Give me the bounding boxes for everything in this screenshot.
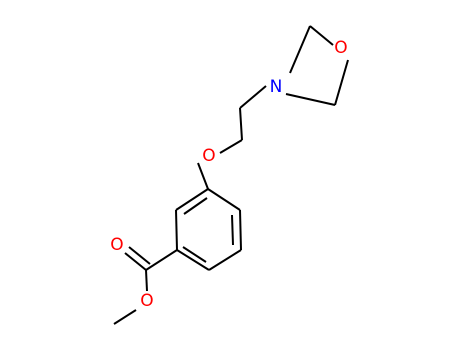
- bond: [289, 25, 311, 74]
- bond: [176, 249, 210, 271]
- bond: [145, 269, 148, 292]
- bond: [239, 209, 242, 251]
- bond: [128, 246, 151, 265]
- oxygen-ester-label: O: [140, 291, 153, 311]
- morpholine-ring: [285, 25, 349, 106]
- nitrogen-label: N: [270, 77, 283, 97]
- bond: [231, 214, 234, 246]
- bond: [208, 249, 242, 271]
- bond: [175, 209, 178, 251]
- oxygen-carbonyl-label: O: [110, 235, 123, 255]
- bond: [285, 93, 336, 106]
- bond: [175, 188, 209, 211]
- bond: [219, 139, 243, 154]
- oxygen-ring-label: O: [334, 38, 347, 58]
- bond: [309, 25, 334, 46]
- bond: [113, 309, 137, 325]
- bond: [197, 162, 209, 190]
- bond: [239, 85, 267, 109]
- bond: [239, 107, 243, 141]
- bond: [145, 249, 178, 271]
- bond: [334, 59, 349, 106]
- bond: [124, 252, 147, 271]
- bond: [182, 246, 207, 263]
- bond: [207, 188, 241, 211]
- bond: [183, 197, 208, 215]
- benzene-ring: [175, 188, 242, 271]
- oxygen-ether-label: O: [202, 146, 215, 166]
- ethylene-linker: [197, 85, 267, 190]
- ester-group: [113, 246, 178, 325]
